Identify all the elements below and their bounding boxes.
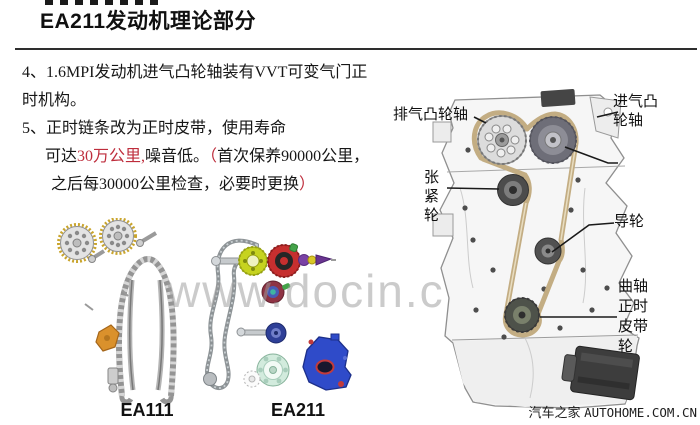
note-line: 之后每30000公里检查，必要时更换） — [22, 171, 424, 199]
sprocket-bolts — [88, 231, 158, 263]
note-text-red: 30万公里, — [77, 148, 146, 165]
kit-label-ea211: EA211 — [270, 400, 326, 420]
cam-sprocket-1 — [57, 223, 97, 263]
note-line: 时机构。 — [22, 92, 87, 109]
tensioner-pulley — [497, 174, 529, 206]
chain-tensioner-orange — [95, 324, 120, 352]
footer-brand: 汽车之家 — [528, 405, 581, 420]
crankshaft-pulley — [504, 297, 540, 333]
intake-cam-vvt-pulley — [529, 116, 577, 164]
cam-sensor — [540, 88, 576, 108]
belt-roller — [203, 372, 217, 386]
label-guide-pulley: 导轮 — [614, 214, 645, 230]
timing-belt-kit-illustration — [203, 238, 352, 391]
note-line: 可达30万公里,噪音低。（首次保养90000公里， — [22, 143, 424, 171]
note-paren-red: ） — [299, 176, 316, 193]
exhaust-cam-sprocket — [477, 115, 527, 165]
belt-tensioner-part — [261, 280, 291, 304]
white-gear — [243, 370, 261, 388]
tensioner-piston — [107, 367, 119, 393]
water-pump — [302, 333, 352, 391]
leader-lines — [446, 111, 619, 318]
green-fitting — [289, 243, 299, 253]
page-title: EA211发动机理论部分 — [40, 10, 257, 33]
note-text: 首次保养90000公里， — [217, 148, 370, 165]
footer-credit: 汽车之家 AUTOHOME.COM.CN — [528, 402, 697, 421]
vvt-red-pulley — [267, 243, 301, 278]
pan-seam-line — [451, 334, 639, 341]
small-pins — [84, 289, 129, 311]
bolt-heads — [462, 147, 610, 340]
note-text: 可达 — [45, 148, 78, 165]
mount-bracket — [589, 96, 622, 139]
notes-block: 4、1.6MPI发动机进气凸轮轴装有VVT可变气门正 时机构。 5、正时链条改为… — [22, 59, 424, 199]
note-text: 之后每30000公里检查，必要时更换 — [51, 176, 300, 193]
label-tensioner-pulley: 张紧轮 — [424, 170, 440, 224]
guide-pulley — [534, 237, 562, 265]
starter-motor — [561, 345, 640, 401]
yellow-pulley — [238, 246, 268, 276]
casting-lines — [459, 187, 587, 399]
timing-chain — [116, 256, 177, 405]
note-text: 噪音低。 — [145, 148, 210, 165]
timing-chain-kit-illustration — [57, 218, 177, 405]
label-exhaust-camshaft: 排气凸轮轴 — [393, 107, 469, 123]
block-boss — [432, 213, 454, 237]
timing-belt-highlight — [505, 142, 577, 315]
note-paren-red: （ — [209, 148, 218, 165]
title-divider — [15, 48, 697, 50]
kit-label-ea111: EA111 — [120, 400, 174, 420]
note-line: 4、1.6MPI发动机进气凸轮轴装有VVT可变气门正 — [22, 64, 368, 81]
label-intake-camshaft: 进气凸轮轴 — [613, 94, 659, 129]
label-crank-timing-pulley: 曲轴正时皮带轮 — [618, 279, 649, 355]
timing-belt-loop — [203, 238, 259, 390]
head-seam-line — [446, 165, 626, 173]
idler-with-bolt — [236, 322, 287, 344]
cam-sprocket-2 — [99, 218, 137, 255]
chain-guide-rails — [127, 279, 165, 391]
note-line: 5、正时链条改为正时皮带，使用寿命 — [22, 120, 287, 137]
timing-belt — [471, 110, 579, 338]
axle-bolt — [211, 256, 250, 266]
camshaft-cone-parts — [298, 254, 336, 266]
teal-crank-pulley — [256, 353, 290, 387]
footer-domain: AUTOHOME.COM.CN — [584, 405, 697, 420]
cropped-text-remnant — [45, 0, 158, 5]
block-boss — [432, 121, 452, 143]
engine-illustration — [432, 88, 640, 409]
